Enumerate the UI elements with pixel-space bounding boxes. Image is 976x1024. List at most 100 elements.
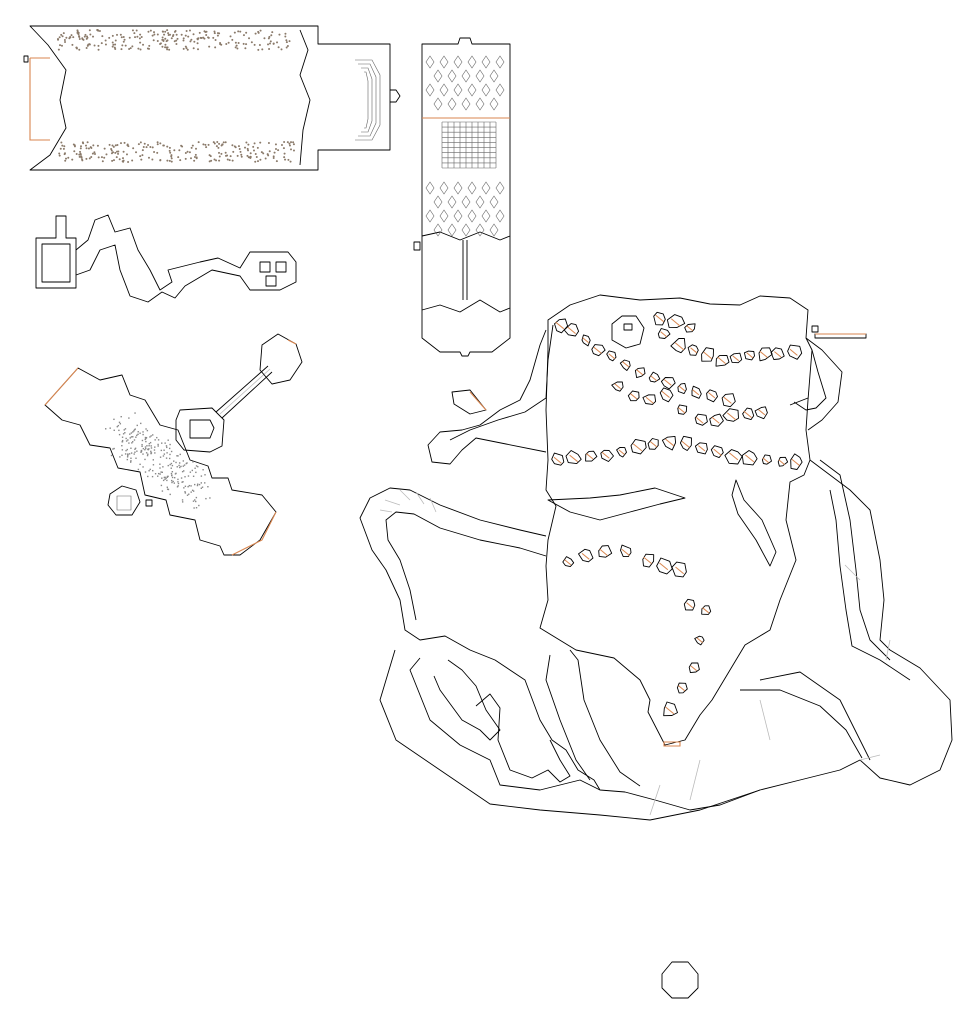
debris-dot [175,472,177,475]
gravel-dot [244,47,247,50]
debris-dot [160,449,163,452]
gravel-dot [65,36,68,39]
boulder-edge [674,342,685,351]
boulder [659,387,674,403]
gravel-dot [139,33,142,36]
gravel-dot [184,45,187,48]
debris-dot [118,433,121,436]
gravel-dot [193,156,196,159]
debris-dot [128,453,131,455]
boulder [660,377,676,390]
debris-dot [129,437,131,439]
boulder [683,598,696,611]
gravel-dot [231,144,234,147]
debris-dot [113,447,115,450]
debris-dot [127,453,129,456]
boulder [790,453,803,470]
gravel-dot [195,147,198,150]
debris-dot [144,471,147,473]
gravel-dot [186,150,189,153]
gravel-dot [256,160,259,163]
debris-dot [130,432,133,434]
gravel-dot [84,144,87,147]
gravel-dot [137,47,140,50]
debris-dot [136,434,138,437]
gravel-dot [84,33,87,36]
debris-dot [136,450,138,452]
debris-dot [181,499,184,501]
gravel-dot [170,157,173,160]
debris-dot [179,453,181,456]
debris-dot [189,471,192,473]
gravel-dot [59,44,62,47]
gravel-dot [110,148,113,151]
gravel-dot [78,36,81,39]
boulder [606,350,617,362]
gravel-dot [173,30,176,33]
gravel-dot [268,150,271,153]
debris-dot [131,442,133,444]
boulder-edge [708,392,716,399]
boulder [770,347,785,360]
gravel-dot [140,36,143,39]
debris-dot [149,468,151,471]
boulder [679,435,692,451]
gravel-dot [242,42,245,45]
debris-dot [146,445,148,447]
gravel-dot [192,33,195,36]
debris-dot [161,471,164,473]
gravel-dot [114,47,117,50]
gravel-dot [170,154,173,157]
gravel-dot [161,36,164,39]
boulder-edge [678,407,686,414]
gravel-dot [167,32,170,35]
gravel-dot [145,146,148,149]
gravel-dot [180,144,183,147]
gravel-dot [92,35,95,38]
gravel-dot [104,43,107,46]
gravel-dot [156,40,159,43]
debris-dot [195,507,198,509]
boulder [787,344,803,360]
boulder-edge [681,440,690,448]
gravel-dot [175,43,178,46]
boulder [721,393,736,408]
gravel-dot [268,42,271,45]
gravel-dot [292,141,295,144]
gravel-dot [260,151,263,154]
gravel-dot [179,159,182,162]
debris-dot [161,442,163,444]
debris-dot [145,436,148,439]
debris-dot [171,464,174,467]
debris-dot [150,445,152,447]
debris-dot [194,499,196,501]
debris-dot [197,465,199,468]
diamond-tile [453,209,463,223]
debris-dot [182,481,184,483]
debris-dot [177,455,179,457]
debris-dot [136,424,138,427]
gravel-dot [270,34,273,37]
debris-dot [192,475,195,477]
gravel-dot [131,159,134,162]
gravel-dot [69,36,72,39]
gravel-dot [292,143,295,146]
great-cavern-room [359,294,953,821]
diamond-tile [495,181,505,195]
diamond-tile [425,83,435,97]
gravel-dot [180,33,183,36]
diamond-tile [447,69,457,83]
diamond-tile [453,181,463,195]
gravel-dot [257,30,260,33]
gravel-dot [268,47,271,50]
boulder-edge [702,607,710,614]
debris-dot [157,439,160,441]
gravel-dot [252,145,255,148]
gravel-dot [83,35,86,38]
gravel-dot [79,147,82,150]
gravel-dot [256,146,259,149]
diamond-tile [461,195,471,209]
gravel-dot [63,153,66,156]
gravel-dot [292,149,295,152]
boulder-edge [581,553,590,560]
